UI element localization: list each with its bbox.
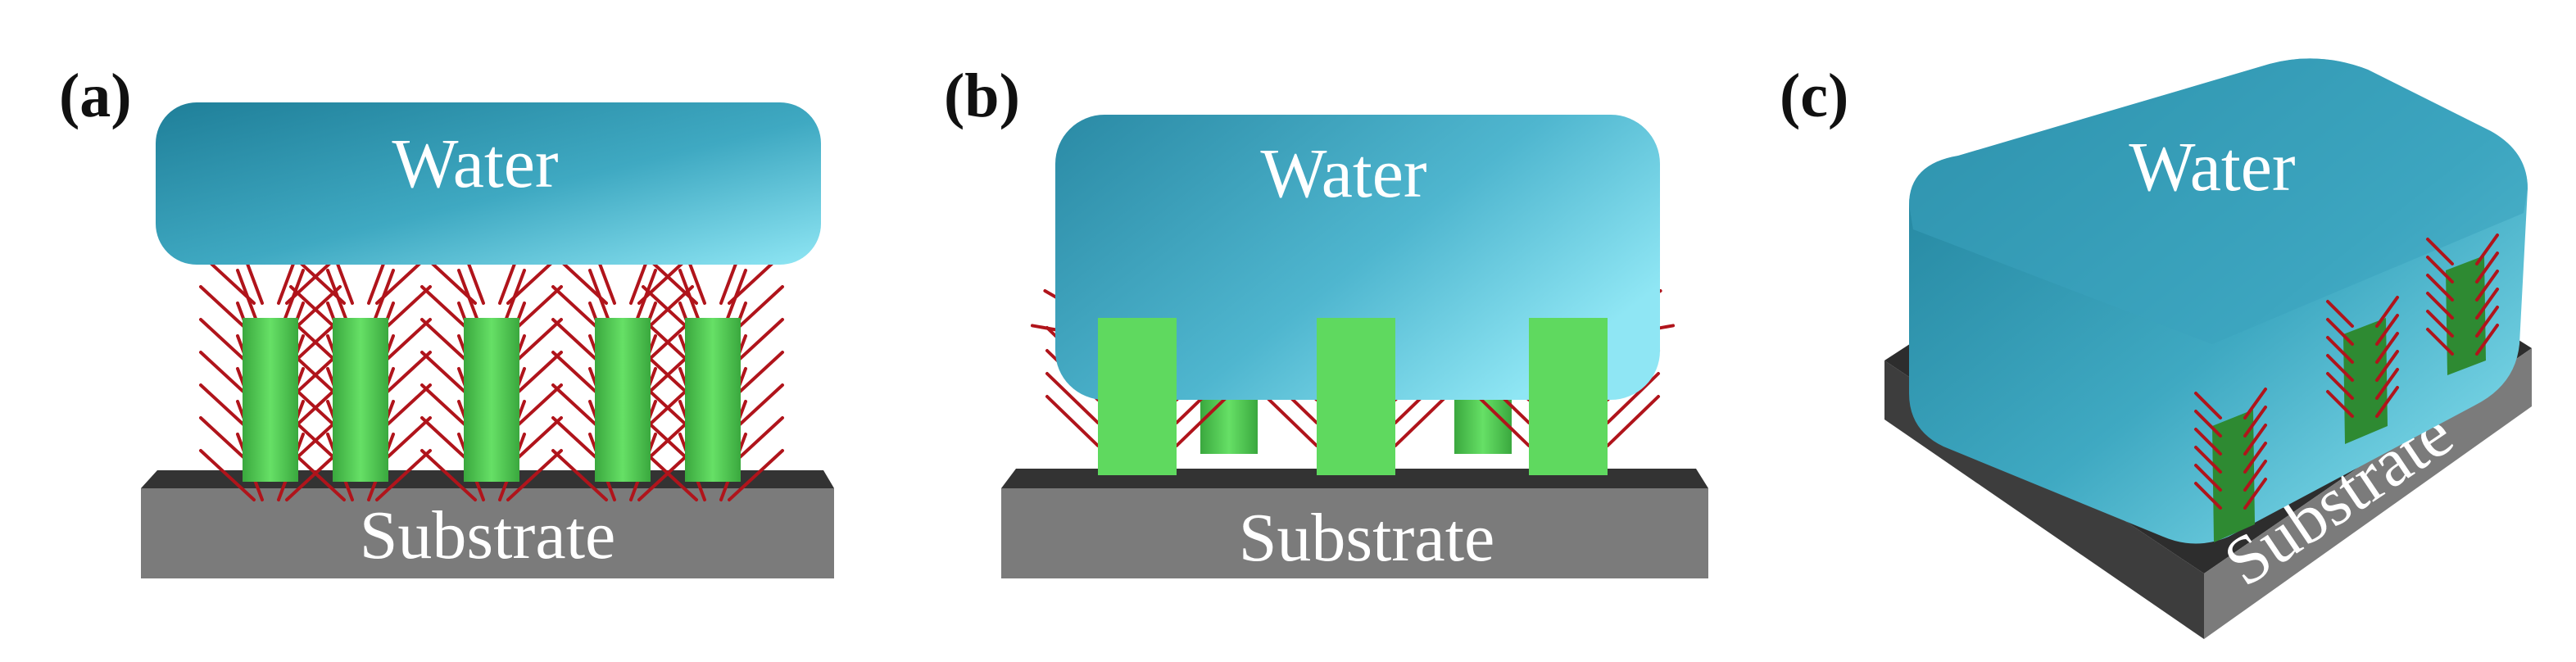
panel-c-label: (c) bbox=[1780, 61, 1848, 130]
pillar-a-1 bbox=[243, 318, 298, 482]
panel-a: (a) Substrate Water bbox=[59, 61, 834, 578]
substrate-c-front-right bbox=[2204, 348, 2532, 639]
pillar-a-3 bbox=[464, 318, 519, 482]
water-a-label: Water bbox=[392, 124, 558, 202]
pillar-a-4 bbox=[595, 318, 651, 482]
water-b bbox=[1055, 115, 1660, 400]
water-c-label: Water bbox=[2129, 127, 2295, 206]
panel-b-label: (b) bbox=[944, 61, 1020, 130]
spikes-c bbox=[2194, 234, 2499, 510]
pillar-b-1 bbox=[1098, 318, 1177, 475]
substrate-b-slab bbox=[1001, 488, 1708, 578]
panel-b: (b) Substrate Water bbox=[944, 61, 1708, 578]
panel-a-label: (a) bbox=[59, 61, 132, 130]
pillar-a-5 bbox=[685, 318, 741, 482]
pillar-c-3 bbox=[2446, 256, 2486, 375]
panel-c: (c) Substrate Water bbox=[1780, 58, 2532, 639]
pillar-a-2 bbox=[333, 318, 388, 482]
water-b-label: Water bbox=[1260, 134, 1426, 212]
pillars-a bbox=[243, 318, 741, 482]
substrate-a-slab bbox=[141, 488, 834, 578]
pillar-c-2 bbox=[2343, 318, 2388, 444]
substrate-b-label: Substrate bbox=[1239, 500, 1495, 576]
substrate-a-label: Substrate bbox=[360, 497, 616, 574]
water-a bbox=[156, 102, 821, 265]
pillar-b-2 bbox=[1317, 318, 1395, 475]
pillar-b-3 bbox=[1529, 318, 1608, 475]
